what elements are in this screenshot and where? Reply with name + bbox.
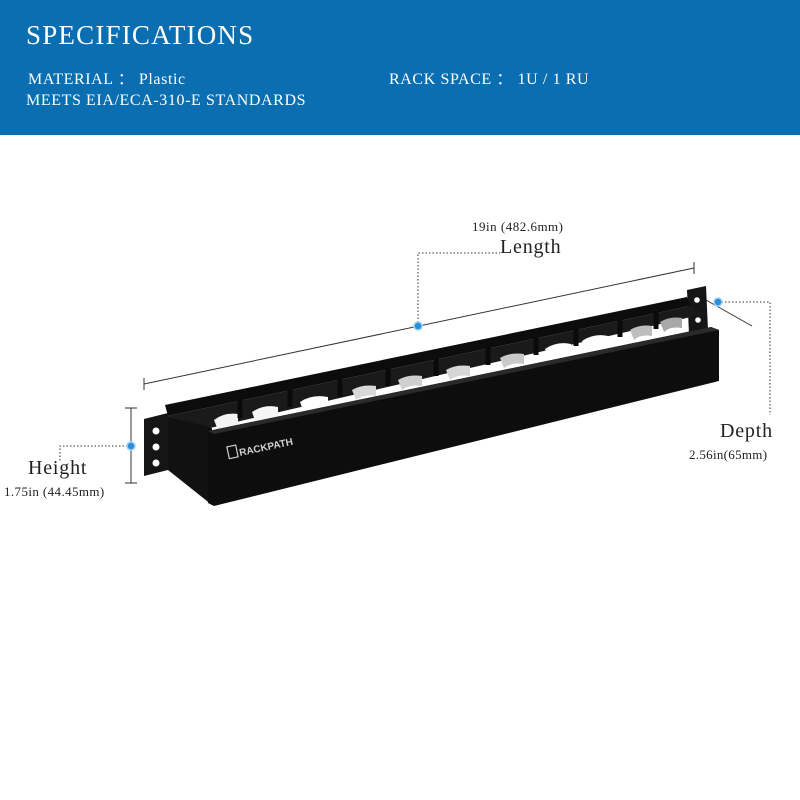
- length-value: 19in (482.6mm): [472, 219, 564, 234]
- panel-body: [144, 286, 719, 506]
- spec-standards: MEETS EIA/ECA-310-E STANDARDS: [26, 92, 307, 109]
- height-leader: [59, 445, 131, 462]
- right-mounting-ear: [687, 286, 708, 334]
- cable-fingers: [214, 317, 682, 430]
- spec-rack-space: RACK SPACE ： 1U / 1 RU: [389, 71, 590, 88]
- depth-marker: [713, 297, 723, 307]
- depth-value: 2.56in(65mm): [689, 447, 768, 462]
- length-leader: [417, 252, 500, 326]
- length-label: Length: [500, 236, 562, 258]
- length-marker: [413, 321, 423, 331]
- front-cover: [208, 327, 719, 506]
- height-value: 1.75in (44.45mm): [4, 484, 105, 499]
- dimension-markers: [126, 297, 723, 451]
- height-label: Height: [28, 457, 88, 479]
- height-marker: [126, 441, 136, 451]
- specifications-banner: SPECIFICATIONS MATERIAL ： Plastic RACK S…: [0, 0, 800, 135]
- banner-title: SPECIFICATIONS: [26, 20, 255, 50]
- depth-label: Depth: [720, 420, 773, 442]
- spec-material: MATERIAL ： Plastic: [28, 71, 186, 88]
- depth-leader: [718, 301, 771, 415]
